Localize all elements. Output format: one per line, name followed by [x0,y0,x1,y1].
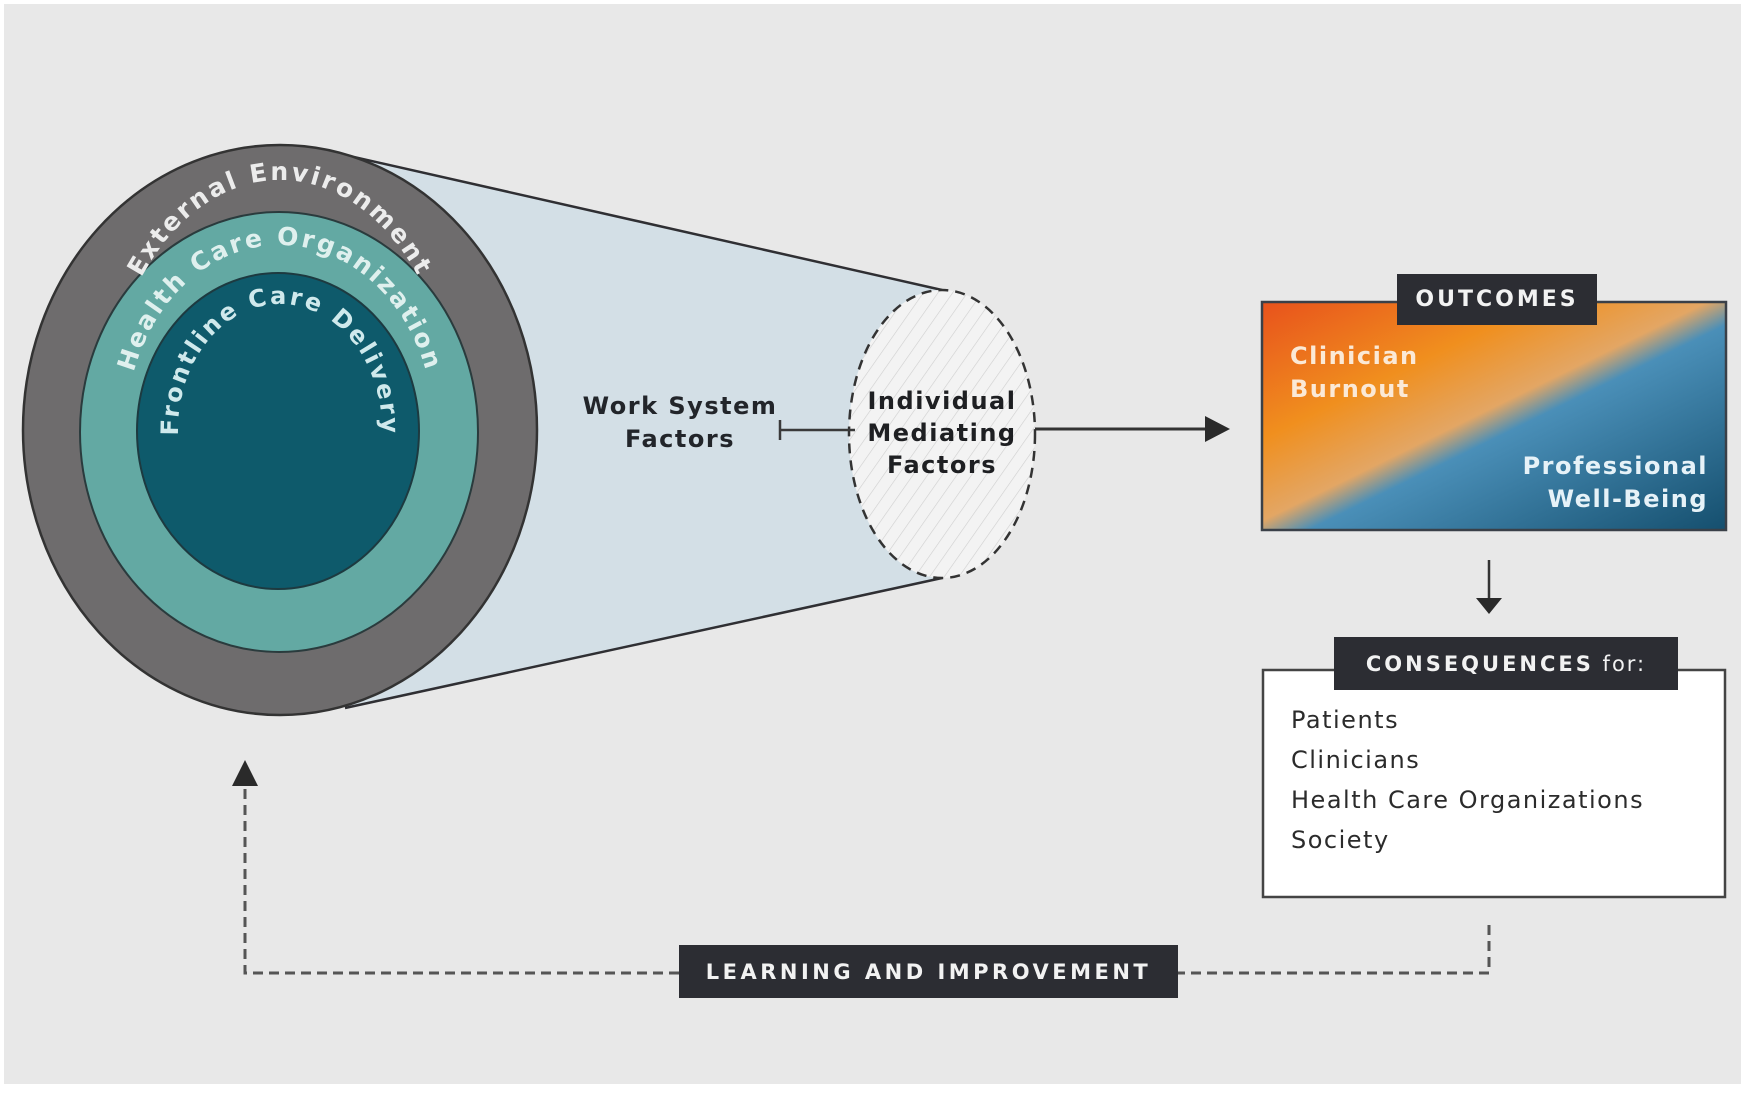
consequence-item: Society [1291,826,1390,854]
mediating-line1: Individual [867,387,1017,415]
learning-and-improvement-label: LEARNING AND IMPROVEMENT [679,945,1178,998]
consequence-item: Health Care Organizations [1291,786,1645,814]
arrow-to-consequences-head [1476,598,1502,614]
cone-top-edge [344,153,943,292]
burnout-line2: Burnout [1290,375,1410,403]
cone-bottom-edge [344,576,943,710]
feedback-loop-line-left [243,785,679,975]
consequences-title: CONSEQUENCES for: [1334,637,1678,690]
work-system-label: Work System Factors [575,390,785,456]
mediating-factors-ellipse [847,288,1037,580]
professional-wellbeing-label: Professional Well-Being [1450,450,1708,516]
clinician-burnout-label: Clinician Burnout [1290,340,1419,406]
consequence-item: Clinicians [1291,746,1421,774]
consequence-item: Patients [1291,706,1400,734]
ring-frontline-care-delivery [136,272,420,590]
feedback-arrow-head [232,760,258,786]
feedback-loop-line [1178,925,1491,975]
outcomes-box [1260,300,1728,532]
mediating-line3: Factors [887,451,997,479]
outcomes-title: OUTCOMES [1397,274,1597,325]
consequences-title-bold: CONSEQUENCES [1365,651,1594,676]
wellbeing-line2: Well-Being [1547,485,1708,513]
arrow-to-outcomes-head [1205,416,1230,442]
mediating-line2: Mediating [867,419,1017,447]
consequences-box [1261,668,1727,899]
work-system-line1: Work System [582,392,778,420]
mediating-factors-label: Individual Mediating Factors [852,385,1032,481]
wellbeing-line1: Professional [1522,452,1708,480]
consequences-title-rest: for: [1593,651,1647,676]
work-system-line2: Factors [625,425,735,453]
burnout-line1: Clinician [1290,342,1419,370]
